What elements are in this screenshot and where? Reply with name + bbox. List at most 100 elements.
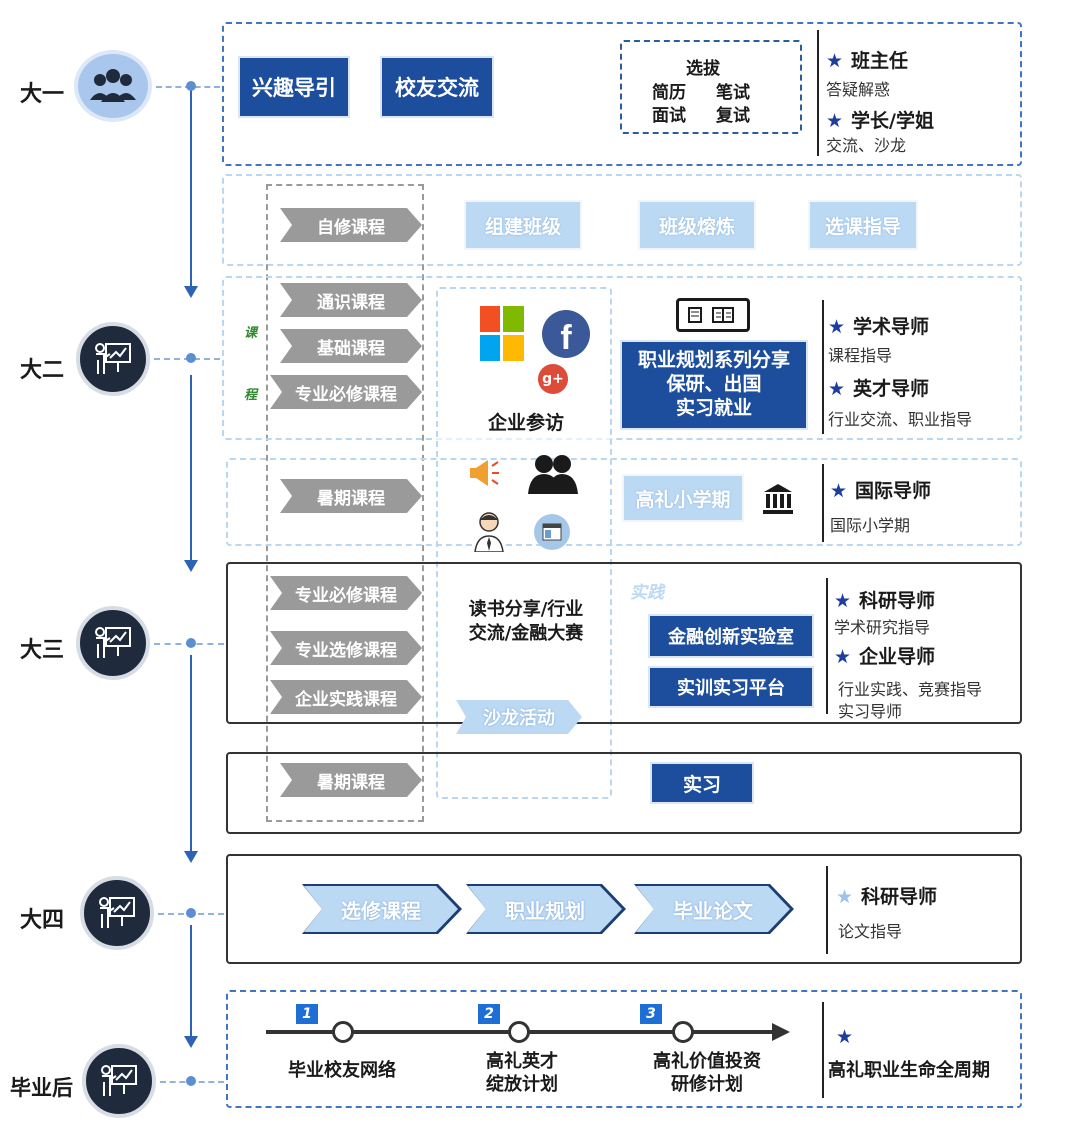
course-arrow: 专业选修课程 [270, 631, 422, 665]
timeline-line [190, 90, 192, 290]
class-build-panel [222, 174, 1022, 266]
star-icon: ★ [828, 316, 846, 338]
star-icon: ★ [826, 110, 844, 132]
year-label: 大二 [20, 358, 65, 383]
internship-panel [226, 752, 1022, 834]
mentor-desc: 国际小学期 [830, 516, 911, 535]
timeline-dot [186, 908, 196, 918]
google-plus-icon: g+ [538, 364, 568, 394]
step-label: 毕业校友网络 [288, 1060, 396, 1081]
selection-item: 面试 [652, 106, 686, 126]
junior-panel [226, 562, 1022, 724]
course-arrow: 基础课程 [280, 329, 422, 363]
timeline-node [508, 1021, 530, 1043]
course-arrow: 企业实践课程 [270, 680, 422, 714]
institution-icon [762, 482, 794, 520]
alumni-exchange-box: 校友交流 [382, 58, 492, 116]
summer-panel [226, 458, 1022, 546]
summer-term-box: 高礼小学期 [624, 476, 742, 520]
step-label-line: 高礼英才 [486, 1051, 558, 1072]
mentor-title: ★英才导师 [828, 378, 930, 400]
divider [817, 30, 819, 156]
enterprise-visit-label: 企业参访 [488, 412, 565, 434]
star-icon: ★ [828, 378, 846, 400]
year-label: 大三 [20, 638, 65, 663]
course-arrow: 暑期课程 [280, 479, 422, 513]
mentor-title: ★科研导师 [834, 590, 936, 612]
mentor-desc: 行业实践、竞赛指导 [838, 680, 983, 699]
mentor-title: ★科研导师 [836, 886, 938, 908]
step-label-line: 高礼价值投资 [653, 1051, 761, 1072]
teacher-presentation-icon [80, 876, 154, 950]
timeline-dot [186, 638, 196, 648]
year-label: 毕业后 [10, 1076, 73, 1100]
career-lifecycle-label: 高礼职业生命全周期 [828, 1060, 990, 1081]
book-icon [676, 298, 750, 332]
selection-item: 复试 [716, 106, 750, 126]
senior-panel [226, 854, 1022, 964]
teacher-presentation-icon [76, 322, 150, 396]
step-number: 2 [478, 1004, 500, 1024]
star-icon: ★ [834, 590, 852, 612]
timeline-dot [186, 1076, 196, 1086]
mentor-title: ★国际导师 [830, 480, 932, 502]
career-line: 保研、出国 [666, 373, 762, 396]
windows-icon [480, 306, 524, 366]
timeline-dot [186, 81, 196, 91]
class-box: 选课指导 [810, 202, 916, 248]
users-icon [526, 452, 578, 498]
timeline-arrowhead [184, 851, 198, 863]
mentor-title: ★学长/学姐 [826, 110, 934, 132]
timeline-line [190, 925, 192, 1040]
class-box: 组建班级 [466, 202, 580, 248]
divider [826, 578, 828, 714]
facebook-icon: f [542, 310, 590, 358]
step-number: 1 [296, 1004, 318, 1024]
selection-item: 简历 [652, 83, 686, 103]
class-box: 班级熔炼 [640, 202, 754, 248]
senior-step-chevron: 选修课程 [304, 886, 458, 932]
mentor-desc: 课程指导 [828, 346, 893, 365]
mentor-desc: 行业交流、职业指导 [828, 410, 973, 429]
alumni-panel [226, 990, 1022, 1108]
divider [826, 866, 828, 954]
career-line: 职业规划系列分享 [637, 349, 790, 372]
selection-title: 选拔 [686, 59, 720, 79]
selection-box [620, 40, 802, 134]
reading-line: 读书分享/行业 [468, 599, 584, 620]
senior-step-chevron: 毕业论文 [636, 886, 790, 932]
senior-step-chevron: 职业规划 [468, 886, 622, 932]
step-label: 高礼英才 绽放计划 [478, 1050, 566, 1097]
internship-box: 实习 [652, 764, 752, 802]
star-icon: ★ [830, 480, 848, 502]
career-planning-box: 职业规划系列分享 保研、出国 实习就业 [622, 342, 806, 428]
side-label: 课 [244, 326, 258, 341]
timeline-dot [186, 353, 196, 363]
timeline-node [332, 1021, 354, 1043]
divider [822, 1002, 824, 1098]
timeline-arrowhead [184, 286, 198, 298]
teacher-presentation-icon [76, 606, 150, 680]
reading-share-label: 读书分享/行业 交流/金融大赛 [456, 598, 596, 647]
megaphone-icon [466, 458, 500, 492]
arrow-right-icon [772, 1023, 790, 1041]
star-icon: ★ [836, 886, 854, 908]
teacher-presentation-icon [82, 1044, 156, 1118]
timeline-line [190, 375, 192, 565]
reading-line: 交流/金融大赛 [468, 623, 584, 645]
timeline-line [190, 655, 192, 855]
freshman-panel [222, 22, 1022, 166]
side-label: 程 [244, 388, 258, 403]
timeline-arrowhead [184, 1036, 198, 1048]
step-label-line: 绽放计划 [486, 1074, 558, 1096]
star-icon: ★ [836, 1026, 854, 1048]
star-icon: ★ [834, 646, 852, 668]
interest-guide-box: 兴趣导引 [240, 58, 348, 116]
course-arrow: 专业必修课程 [270, 375, 422, 409]
course-arrow: 自修课程 [280, 208, 422, 242]
star-icon: ★ [826, 50, 844, 72]
divider [822, 464, 824, 542]
mentor-title: ★企业导师 [834, 646, 936, 668]
year-label: 大四 [20, 908, 65, 933]
sophomore-panel [222, 276, 1022, 440]
